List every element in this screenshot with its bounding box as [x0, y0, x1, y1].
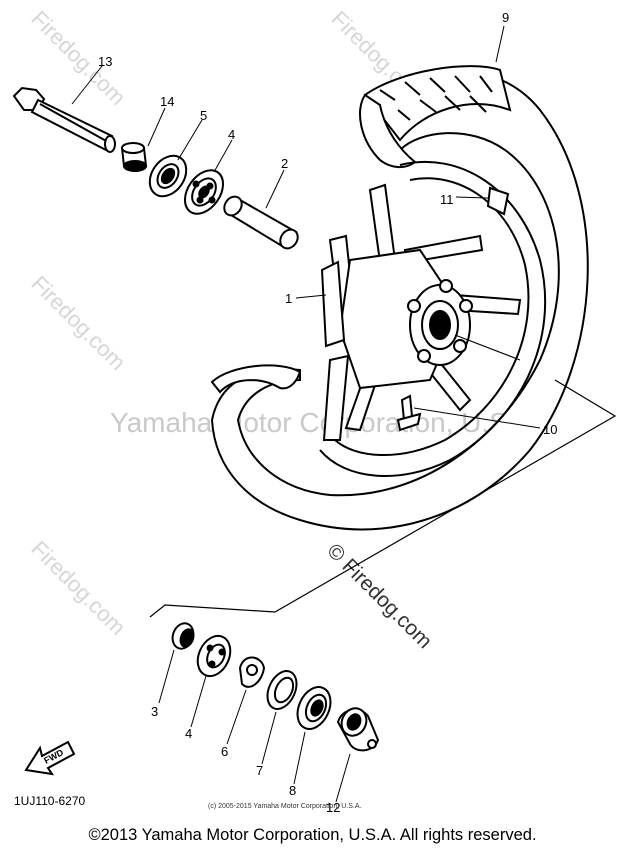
watermark-site: Firedog.com — [26, 6, 130, 110]
callout-1: 1 — [285, 291, 292, 306]
callout-4: 4 — [228, 127, 235, 142]
watermark-site: Firedog.com — [26, 536, 130, 640]
assembly-lines — [149, 334, 617, 618]
footer-copyright: ©2013 Yamaha Motor Corporation, U.S.A. A… — [88, 826, 537, 844]
callout-7: 7 — [256, 763, 263, 778]
callout-12: 12 — [326, 800, 340, 815]
callout-6: 6 — [221, 744, 228, 759]
watermark-site: Firedog.com — [26, 271, 130, 375]
oil-seal-lower — [296, 686, 332, 730]
callout-4-lower: 4 — [185, 726, 192, 741]
callout-11: 11 — [440, 192, 454, 207]
callout-14: 14 — [160, 94, 174, 109]
bearing-lower — [196, 634, 232, 678]
sleeve — [336, 707, 380, 752]
rear-wheel — [210, 65, 589, 531]
callout-5: 5 — [200, 108, 207, 123]
bearing-upper — [183, 169, 225, 215]
spacer — [223, 195, 299, 250]
callout-8: 8 — [289, 783, 296, 798]
oil-seal — [148, 154, 188, 198]
circlip — [238, 656, 266, 688]
watermark-copyright-site: © Firedog.com — [322, 539, 436, 653]
diagram-part-code: 1UJ110-6270 — [14, 794, 86, 808]
washer — [266, 670, 298, 710]
callout-labels: 13 14 5 4 2 9 11 1 10 3 4 6 7 8 12 — [98, 10, 557, 815]
callout-3: 3 — [151, 704, 158, 719]
callout-10: 10 — [543, 422, 557, 437]
small-copyright: (c) 2005-2015 Yamaha Motor Corporation, … — [208, 803, 362, 810]
callout-9: 9 — [502, 10, 509, 25]
forward-arrow-icon: FWD — [24, 740, 76, 776]
collar-lower — [171, 622, 195, 650]
callout-2: 2 — [281, 156, 288, 171]
callout-13: 13 — [98, 54, 112, 69]
collar — [120, 142, 148, 172]
leader-lines — [71, 25, 541, 803]
axle-bolt — [12, 86, 116, 153]
